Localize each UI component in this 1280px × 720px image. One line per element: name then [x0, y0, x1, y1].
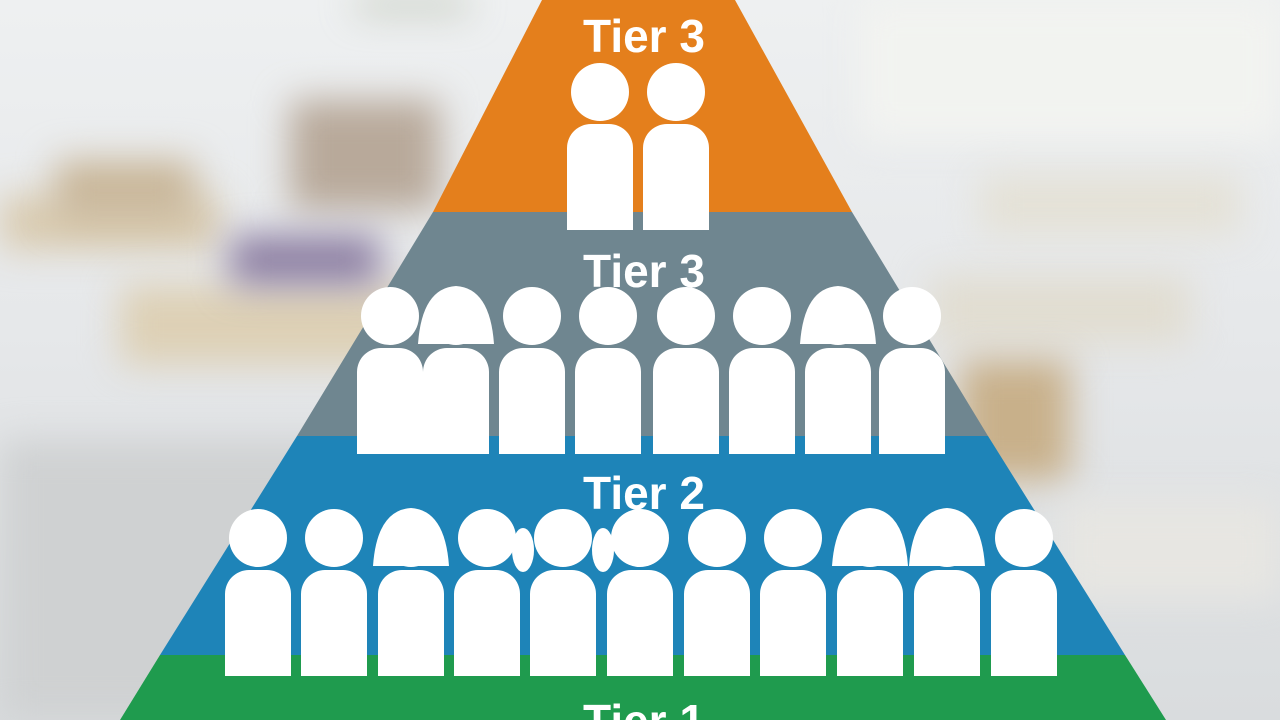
tier-label-top: Tier 3	[583, 10, 705, 62]
student-figure	[760, 509, 826, 676]
background-chair	[55, 160, 195, 220]
background-chair	[290, 100, 440, 210]
student-figure	[499, 287, 565, 454]
student-figure	[454, 509, 520, 676]
background-seat	[230, 235, 380, 285]
tier-label-base: Tier 1	[583, 695, 705, 720]
student-figure	[909, 508, 985, 676]
student-figure	[567, 63, 633, 230]
student-figure	[607, 509, 673, 676]
student-figure	[879, 287, 945, 454]
background-window	[860, 0, 1280, 140]
student-figure	[373, 508, 449, 676]
student-figure	[418, 286, 494, 454]
background-desk	[980, 175, 1240, 235]
background-desk	[930, 275, 1190, 345]
student-figure	[729, 287, 795, 454]
student-figure	[800, 286, 876, 454]
tier-third-students	[225, 508, 1057, 676]
student-figure	[643, 63, 709, 230]
student-figure	[653, 287, 719, 454]
background-desk	[1060, 500, 1280, 600]
student-figure	[684, 509, 750, 676]
student-figure	[301, 509, 367, 676]
student-figure	[991, 509, 1057, 676]
background-picture	[355, 0, 470, 10]
student-figure	[225, 509, 291, 676]
student-figure	[832, 508, 908, 676]
student-figure	[575, 287, 641, 454]
tier-band-top	[433, 0, 852, 212]
student-figure	[357, 287, 423, 454]
